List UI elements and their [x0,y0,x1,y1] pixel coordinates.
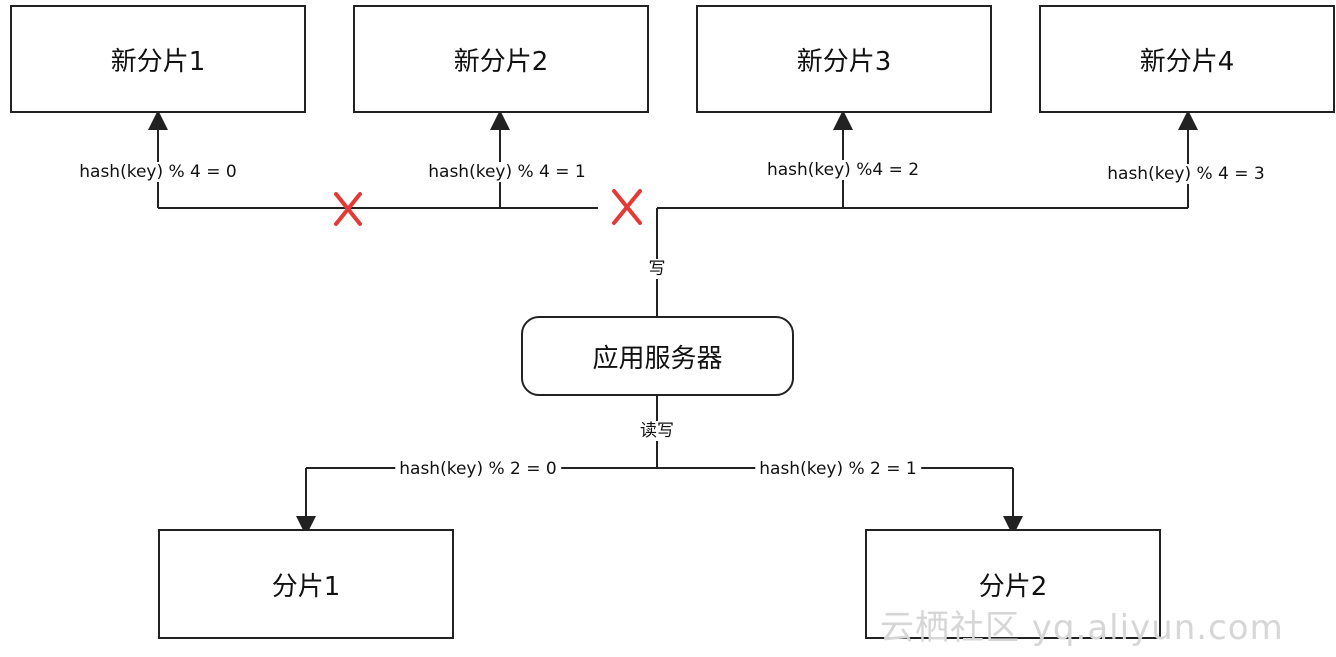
new-shard-3-rule: hash(key) %4 = 2 [762,160,924,180]
new-shard-1-box: 新分片1 [10,5,306,113]
new-shard-1-rule: hash(key) % 4 = 0 [75,162,241,182]
new-shard-4-label: 新分片4 [1139,46,1235,77]
new-shard-2-label: 新分片2 [453,46,549,77]
new-shard-2-rule: hash(key) % 4 = 1 [424,162,590,182]
new-shard-3-box: 新分片3 [696,5,992,113]
new-shard-2-box: 新分片2 [353,5,649,113]
blocked-mark-2 [612,189,642,225]
old-shard-1-rule: hash(key) % 2 = 0 [395,459,561,479]
new-shard-4-box: 新分片4 [1039,5,1335,113]
application-server-label: 应用服务器 [592,343,723,374]
read-write-label: 读写 [636,421,678,441]
old-shard-2-label: 分片2 [978,571,1048,602]
new-shard-3-label: 新分片3 [796,46,892,77]
application-server-box: 应用服务器 [521,316,794,396]
watermark: 云栖社区 yq.aliyun.com [880,608,1284,648]
new-shard-4-rule: hash(key) % 4 = 3 [1103,164,1269,184]
blocked-mark-1 [334,192,362,226]
old-shard-2-box: 分片2 [865,529,1161,639]
write-label: 写 [644,259,670,279]
old-shard-2-rule: hash(key) % 2 = 1 [755,459,921,479]
old-shard-1-box: 分片1 [158,529,454,639]
old-shard-1-label: 分片1 [271,571,341,602]
new-shard-1-label: 新分片1 [110,46,206,77]
